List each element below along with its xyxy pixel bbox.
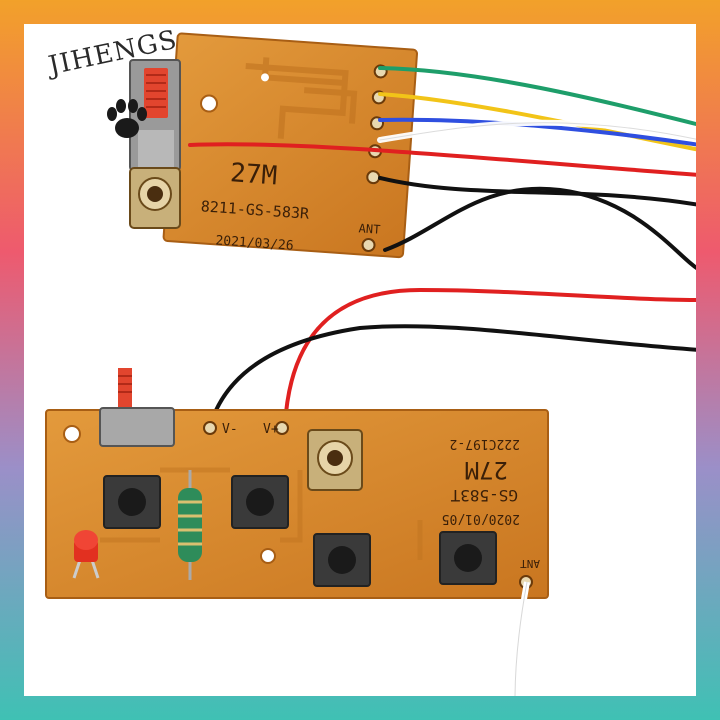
controller-code: 222C197-2 [450, 436, 520, 451]
product-photo: 27M 8211-GS-583R 2021/03/26 ANT [45, 32, 696, 696]
inductor [178, 470, 202, 580]
paw-icon [107, 99, 147, 138]
push-buttons [103, 475, 497, 587]
receiver-date: 2021/03/26 [215, 233, 294, 253]
led [72, 530, 100, 579]
slide-switch-bottom [99, 368, 175, 447]
controller-model: GS-583T [450, 486, 518, 505]
trim-pot-top [129, 167, 181, 229]
controller-antenna-label: ANT [520, 557, 540, 570]
push-button-2 [231, 475, 289, 529]
pin-label-v-minus: V- [222, 422, 238, 437]
push-button-1 [103, 475, 161, 529]
trim-pot-bottom [307, 429, 363, 491]
controller-power-wires [210, 287, 696, 427]
controller-board: V- V+ 2020/01/05 GS-583T 27M 222C197-2 A… [45, 409, 549, 599]
antenna-wire [512, 581, 530, 696]
receiver-wires [188, 66, 696, 270]
receiver-antenna-label: ANT [358, 221, 381, 236]
slide-switch-top [129, 59, 181, 171]
brand-logo: JIHENGS [46, 25, 226, 152]
controller-frequency: 27M [465, 456, 508, 484]
receiver-frequency: 27M [229, 158, 278, 191]
controller-date: 2020/01/05 [442, 511, 520, 526]
photo-area: 27M 8211-GS-583R 2021/03/26 ANT [24, 24, 696, 696]
push-button-3 [313, 533, 371, 587]
push-button-4 [439, 531, 497, 585]
pin-label-v-plus: V+ [263, 422, 279, 437]
